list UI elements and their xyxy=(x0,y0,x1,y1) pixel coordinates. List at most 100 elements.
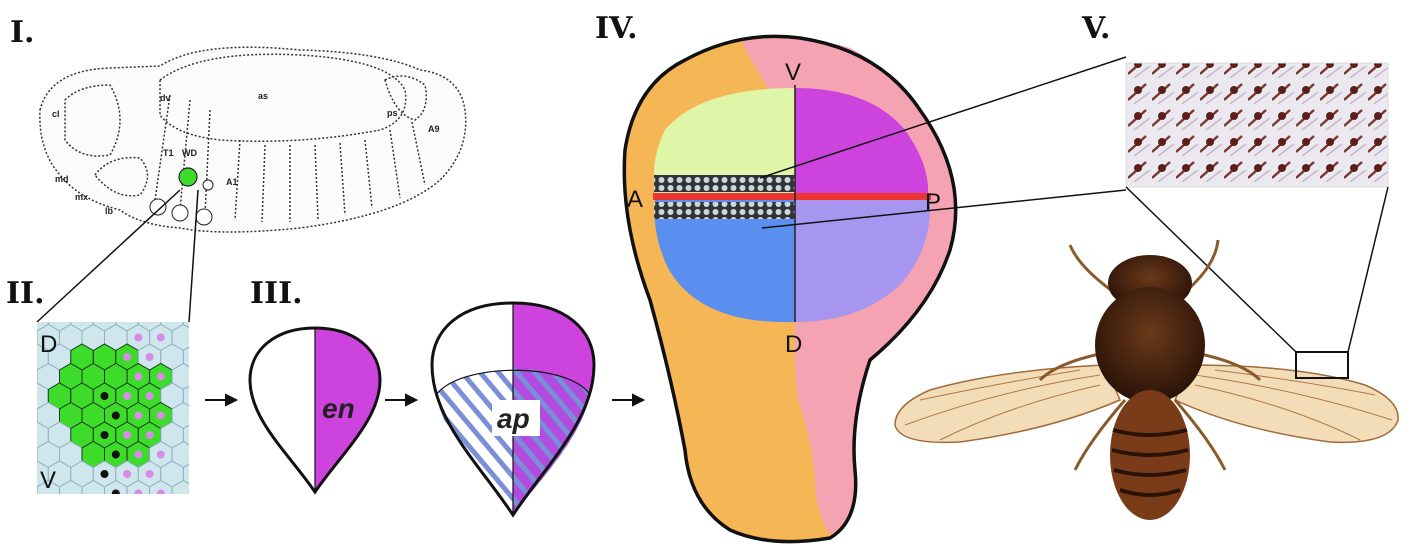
hex-cell xyxy=(138,500,161,526)
posterior-cell-marker xyxy=(145,470,154,478)
wing-disc-primordium xyxy=(178,167,198,187)
p-label: P xyxy=(925,189,941,216)
posterior-cell-marker xyxy=(123,509,131,517)
hex-cell xyxy=(37,479,60,494)
label-as: as xyxy=(258,91,268,101)
posterior-cell-marker xyxy=(145,431,154,439)
en-label: en xyxy=(322,393,355,424)
ventral-posterior-region xyxy=(795,200,931,322)
hex-cell xyxy=(195,325,218,351)
hex-cell xyxy=(195,442,218,468)
hex-cell xyxy=(195,364,218,390)
zoom-box xyxy=(1295,351,1349,379)
posterior-cell-marker xyxy=(123,431,132,439)
posterior-cell-marker xyxy=(123,353,132,361)
hex-cell xyxy=(150,520,173,546)
dorsal-posterior-region xyxy=(795,88,929,195)
posterior-cell-marker xyxy=(134,489,143,494)
panel-iv-numeral: IV. xyxy=(595,11,638,46)
panel-iii: III. en ap xyxy=(248,276,596,518)
panel-v-numeral: V. xyxy=(1081,11,1110,46)
hex-cell xyxy=(71,500,94,526)
posterior-cell-marker xyxy=(134,333,143,342)
zoom-line-right xyxy=(188,189,199,323)
dv-boundary xyxy=(653,193,931,200)
marked-cell xyxy=(111,411,120,420)
posterior-cell-marker xyxy=(145,392,154,400)
hex-cell xyxy=(126,479,151,494)
posterior-cell-marker xyxy=(123,314,131,322)
posterior-cell-marker xyxy=(146,314,154,322)
hex-cell-grid xyxy=(37,314,218,546)
posterior-cell-marker xyxy=(156,489,165,494)
callout-line-lower xyxy=(761,189,1127,229)
posterior-cell-marker xyxy=(156,411,165,420)
v-label: V xyxy=(785,59,801,86)
progression-arrows xyxy=(205,393,646,407)
d-label: D xyxy=(785,331,802,358)
panel-i: I. cl dv as ps A9 md mx xyxy=(10,15,467,323)
hex-cell xyxy=(60,520,83,546)
hex-cell xyxy=(195,520,218,546)
marked-cell xyxy=(100,431,109,439)
marked-cell xyxy=(111,489,120,494)
posterior-cell-marker xyxy=(156,333,165,342)
adult-fly xyxy=(894,239,1399,520)
panel-iii-numeral: III. xyxy=(250,276,303,311)
posterior-cell-marker xyxy=(134,450,143,459)
zoom-line-left xyxy=(36,189,181,323)
hex-cell xyxy=(149,479,173,494)
panel-ii: II. D V xyxy=(6,276,218,546)
label-a9: A9 xyxy=(428,124,440,134)
hex-cell xyxy=(183,500,206,526)
label-lb: lb xyxy=(105,206,114,216)
hex-cell xyxy=(93,500,116,526)
hex-cell xyxy=(127,520,150,546)
posterior-cell-marker xyxy=(134,411,143,420)
ventral-label: V xyxy=(40,467,56,494)
hex-cell xyxy=(81,479,105,494)
dorsal-anterior-region xyxy=(653,88,795,195)
posterior-cell-marker xyxy=(123,392,132,400)
posterior-cell-marker xyxy=(157,529,165,537)
leg-primordium-dot xyxy=(202,179,214,191)
ventral-margin-cells xyxy=(654,202,795,219)
leg-primordium xyxy=(149,198,167,216)
posterior-cell-marker xyxy=(123,470,132,478)
left-wing xyxy=(894,364,1121,444)
right-wing xyxy=(1174,364,1399,444)
panel-iv: IV. V A P D xyxy=(595,11,1127,544)
posterior-cell-marker xyxy=(156,450,165,459)
hex-cell xyxy=(172,520,195,546)
thorax xyxy=(1095,287,1205,403)
leg-primordium xyxy=(195,208,213,226)
marked-cell xyxy=(100,470,109,478)
posterior-cell-marker xyxy=(156,372,165,381)
dorsal-margin-cells xyxy=(654,175,795,192)
label-mx: mx xyxy=(75,192,88,202)
disc-outline xyxy=(622,34,958,544)
hex-cell xyxy=(82,520,105,546)
posterior-cell-marker xyxy=(145,353,154,361)
hex-cell xyxy=(104,479,128,494)
label-wd: WD xyxy=(182,148,197,158)
ap-label: ap xyxy=(497,403,530,434)
zoom-line-v-right xyxy=(1347,186,1389,353)
label-ps: ps xyxy=(387,108,398,118)
posterior-cell-marker xyxy=(134,529,142,537)
hex-cell xyxy=(195,481,218,507)
label-cl: cl xyxy=(52,109,60,119)
hex-cell xyxy=(48,500,71,526)
label-dv: dv xyxy=(160,93,171,103)
dorsal-label: D xyxy=(40,331,57,358)
panel-ii-numeral: II. xyxy=(6,276,45,311)
label-t1: T1 xyxy=(163,148,174,158)
hex-cell xyxy=(105,520,128,546)
marked-cell xyxy=(100,392,109,400)
ventral-anterior-region xyxy=(654,200,795,323)
panel-v: V. xyxy=(894,11,1399,520)
label-md: md xyxy=(55,174,69,184)
panel-i-numeral: I. xyxy=(10,15,34,50)
posterior-cell-marker xyxy=(134,372,143,381)
